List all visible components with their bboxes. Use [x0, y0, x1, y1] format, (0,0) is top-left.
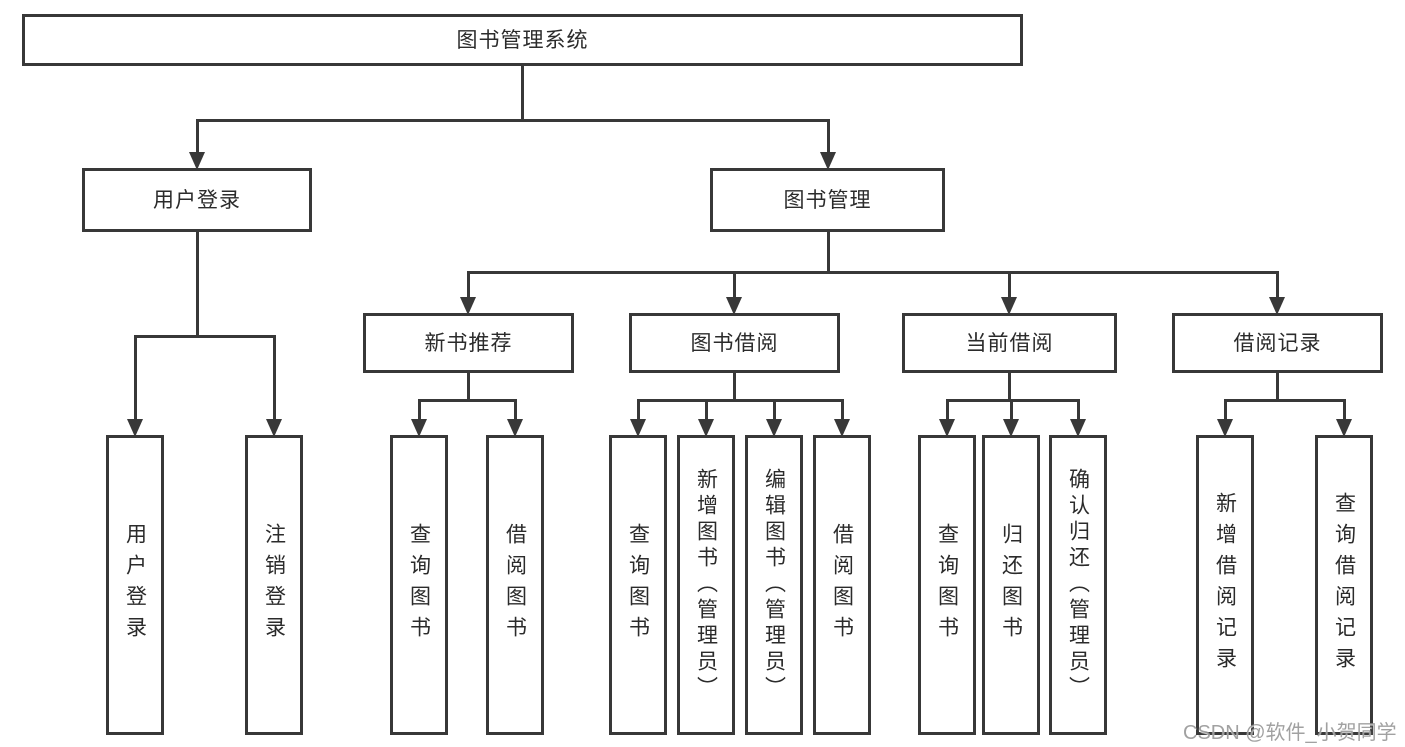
node-book-mgmt: 图书管理: [710, 168, 945, 232]
arrowhead-down-icon: [630, 419, 646, 437]
arrowhead-down-icon: [266, 419, 282, 437]
connector-line: [1275, 272, 1279, 301]
node-book-borrow: 图书借阅: [629, 313, 840, 373]
node-label: 图书管理系统: [456, 28, 589, 52]
node-label: 编辑图书（管理员）: [762, 468, 786, 702]
connector-line: [417, 398, 517, 402]
connector-line: [840, 400, 844, 423]
node-label: 查询图书: [935, 523, 959, 647]
connector-line: [195, 120, 199, 156]
node-current-borrow: 当前借阅: [902, 313, 1117, 373]
connector-line: [1007, 272, 1011, 301]
connector-line: [826, 232, 830, 274]
connector-line: [195, 232, 199, 338]
arrowhead-down-icon: [726, 297, 742, 315]
node-label: 查询图书: [407, 523, 431, 647]
node-leaf-add-book: 新增图书（管理员）: [677, 435, 735, 735]
connector-line: [133, 336, 137, 423]
arrowhead-down-icon: [1001, 297, 1017, 315]
connector-line: [945, 398, 1080, 402]
connector-line: [272, 336, 276, 423]
node-leaf-return-book: 归还图书: [982, 435, 1040, 735]
node-label: 当前借阅: [965, 331, 1054, 355]
arrowhead-down-icon: [939, 419, 955, 437]
connector-line: [1223, 398, 1346, 402]
node-label: 借阅图书: [830, 523, 854, 647]
connector-line: [1275, 373, 1279, 402]
node-label: 新增借阅记录: [1213, 492, 1237, 678]
arrowhead-down-icon: [1217, 419, 1233, 437]
arrowhead-down-icon: [1269, 297, 1285, 315]
node-label: 查询借阅记录: [1332, 492, 1356, 678]
node-leaf-logout: 注销登录: [245, 435, 303, 735]
connector-line: [732, 272, 736, 301]
node-label: 查询图书: [626, 523, 650, 647]
arrowhead-down-icon: [1003, 419, 1019, 437]
node-root: 图书管理系统: [22, 14, 1023, 66]
connector-line: [417, 400, 421, 423]
node-label: 图书管理: [783, 188, 872, 212]
csdn-watermark: CSDN @软件_小贺同学: [1183, 722, 1397, 744]
arrowhead-down-icon: [834, 419, 850, 437]
arrowhead-down-icon: [189, 152, 205, 170]
connector-line: [195, 118, 830, 122]
connector-line: [1076, 400, 1080, 423]
arrowhead-down-icon: [698, 419, 714, 437]
node-leaf-query-book-2: 查询图书: [609, 435, 667, 735]
connector-line: [1009, 400, 1013, 423]
node-leaf-user-login: 用户登录: [106, 435, 164, 735]
node-leaf-edit-book: 编辑图书（管理员）: [745, 435, 803, 735]
connector-line: [466, 270, 1279, 274]
connector-line: [1007, 373, 1011, 402]
connector-line: [520, 66, 524, 122]
connector-line: [704, 400, 708, 423]
node-leaf-borrow-book-2: 借阅图书: [813, 435, 871, 735]
node-leaf-borrow-book-1: 借阅图书: [486, 435, 544, 735]
connector-line: [1223, 400, 1227, 423]
connector-line: [636, 400, 640, 423]
connector-line: [826, 120, 830, 156]
node-leaf-query-book-3: 查询图书: [918, 435, 976, 735]
node-label: 归还图书: [999, 523, 1023, 647]
node-label: 新增图书（管理员）: [694, 468, 718, 702]
connector-line: [732, 373, 736, 402]
node-borrow-records: 借阅记录: [1172, 313, 1383, 373]
arrowhead-down-icon: [460, 297, 476, 315]
node-new-book-rec: 新书推荐: [363, 313, 574, 373]
node-leaf-query-record: 查询借阅记录: [1315, 435, 1373, 735]
node-leaf-add-record: 新增借阅记录: [1196, 435, 1254, 735]
connector-line: [772, 400, 776, 423]
arrowhead-down-icon: [1336, 419, 1352, 437]
node-user-login: 用户登录: [82, 168, 312, 232]
arrowhead-down-icon: [1070, 419, 1086, 437]
arrowhead-down-icon: [127, 419, 143, 437]
node-leaf-query-book-1: 查询图书: [390, 435, 448, 735]
node-label: 借阅记录: [1233, 331, 1322, 355]
node-label: 注销登录: [262, 523, 286, 647]
node-label: 新书推荐: [424, 331, 513, 355]
connector-line: [133, 334, 276, 338]
node-label: 用户登录: [153, 188, 241, 212]
connector-line: [513, 400, 517, 423]
connector-line: [466, 272, 470, 301]
node-label: 确认归还（管理员）: [1066, 468, 1090, 702]
connector-line: [945, 400, 949, 423]
node-label: 用户登录: [123, 523, 147, 647]
arrowhead-down-icon: [411, 419, 427, 437]
connector-line: [1342, 400, 1346, 423]
connector-line: [636, 398, 844, 402]
arrowhead-down-icon: [507, 419, 523, 437]
connector-line: [466, 373, 470, 402]
arrowhead-down-icon: [766, 419, 782, 437]
node-label: 借阅图书: [503, 523, 527, 647]
arrowhead-down-icon: [820, 152, 836, 170]
node-label: 图书借阅: [690, 331, 779, 355]
node-leaf-confirm-return: 确认归还（管理员）: [1049, 435, 1107, 735]
